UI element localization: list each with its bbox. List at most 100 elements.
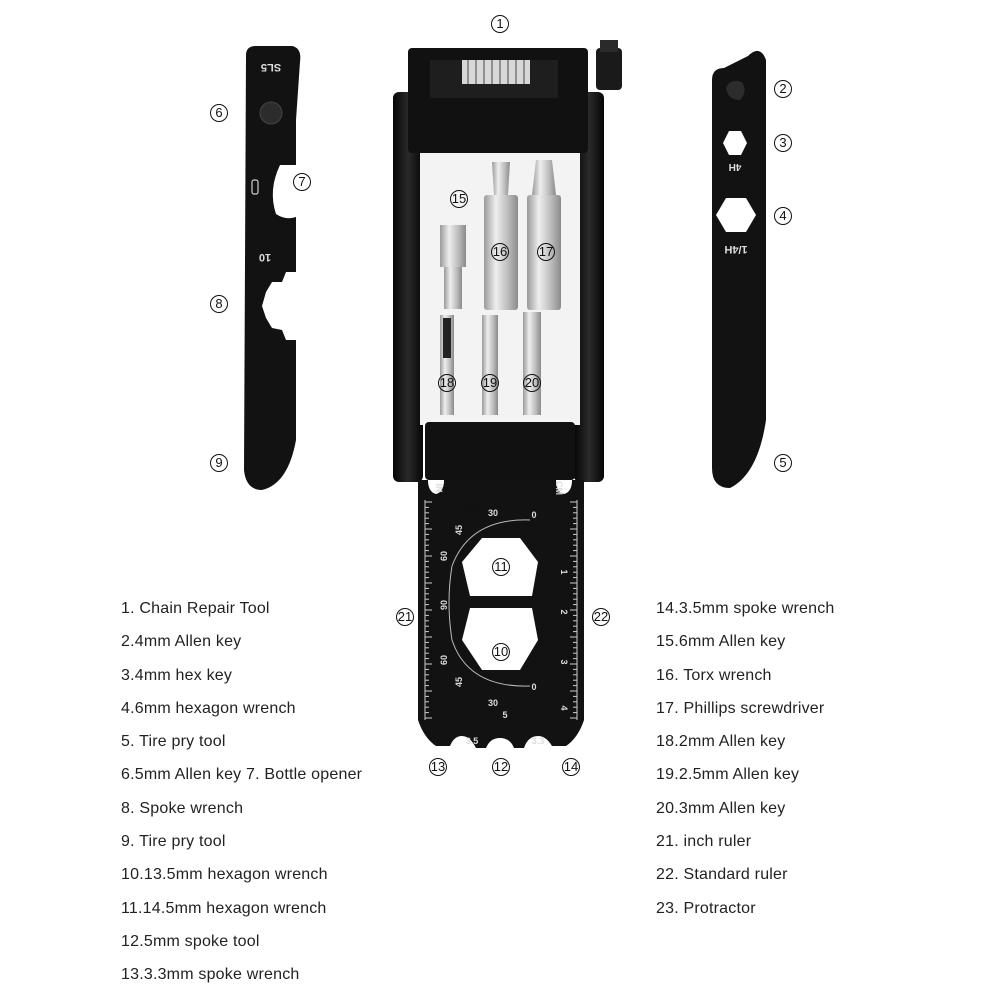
left-bar-code: SL5 (261, 61, 281, 73)
right-bar-small-label: 4H (729, 161, 742, 172)
svg-text:9: 9 (215, 455, 222, 470)
svg-text:1: 1 (496, 16, 503, 31)
angle-left-60b: 60 (439, 655, 449, 665)
cm-tick-2: 2 (559, 609, 569, 614)
legend-item: 15.6mm Allen key (656, 633, 786, 651)
card-in-label: IN (434, 484, 444, 493)
callout-15: 15 (450, 190, 468, 208)
callout-20: 20 (523, 374, 541, 392)
callout-9: 9 (210, 454, 228, 472)
legend-item: 20.3mm Allen key (656, 799, 786, 817)
legend-item: 18.2mm Allen key (656, 733, 786, 751)
legend-item: 2.4mm Allen key (121, 633, 242, 651)
notch-mid-label: 5 (502, 710, 507, 720)
svg-text:3: 3 (779, 135, 786, 150)
callout-7: 7 (293, 173, 311, 191)
callout-21: 21 (396, 608, 414, 626)
legend-item: 4.6mm hexagon wrench (121, 699, 296, 717)
cm-tick-1: 1 (559, 569, 569, 574)
hex-wrench-6mm-hole (716, 198, 756, 232)
left-tire-lever: SL5 10 (244, 46, 301, 490)
callout-3: 3 (774, 134, 792, 152)
right-bar-large-label: 1/4H (724, 243, 747, 255)
svg-text:2: 2 (779, 81, 786, 96)
legend-item: 9. Tire pry tool (121, 833, 226, 851)
legend-item: 21. inch ruler (656, 833, 752, 851)
callout-19: 19 (481, 374, 499, 392)
legend-item: 16. Torx wrench (656, 666, 772, 684)
angle-bottom-30: 30 (488, 698, 498, 708)
allen-key-2mm (440, 315, 454, 415)
legend-item: 5. Tire pry tool (121, 733, 226, 751)
svg-text:6: 6 (215, 105, 222, 120)
svg-text:8: 8 (215, 296, 222, 311)
legend-item: 3.4mm hex key (121, 666, 233, 684)
left-bar-size: 10 (259, 251, 271, 263)
legend-item: 11.14.5mm hexagon wrench (121, 899, 327, 917)
torx-wrench (484, 162, 518, 310)
ruler-card: IN CM 3.5 3.3 5 30 0 45 60 90 60 45 30 0… (418, 480, 584, 748)
callout-23: 23 (463, 500, 481, 518)
angle-top-0: 0 (531, 510, 536, 520)
svg-text:22: 22 (594, 609, 608, 624)
legend-item: 14.3.5mm spoke wrench (656, 600, 835, 617)
hex-key-4mm-hole (723, 131, 747, 155)
callout-13: 13 (429, 758, 447, 776)
callout-1: 1 (491, 15, 509, 33)
callout-10: 10 (492, 643, 510, 661)
callout-4: 4 (774, 207, 792, 225)
svg-text:4: 4 (779, 208, 786, 223)
card-cm-label: CM (554, 481, 564, 495)
legend-item: 17. Phillips screwdriver (656, 699, 825, 717)
svg-text:23: 23 (465, 501, 479, 516)
svg-text:12: 12 (494, 759, 508, 774)
legend-item: 12.5mm spoke tool (121, 932, 260, 950)
notch-left-label: 3.5 (466, 736, 479, 746)
legend-left-column: 1. Chain Repair Tool 2.4mm Allen key 3.4mm… (121, 599, 362, 999)
cm-tick-4: 4 (559, 705, 569, 710)
angle-left-45b: 45 (454, 677, 464, 687)
svg-text:10: 10 (494, 644, 508, 659)
cm-tick-3: 3 (559, 659, 569, 664)
callout-12: 12 (492, 758, 510, 776)
allen-key-6mm (440, 225, 466, 309)
angle-left-45a: 45 (454, 525, 464, 535)
legend-item: 22. Standard ruler (656, 866, 788, 884)
bottle-opener-slot (272, 165, 300, 219)
callout-17: 17 (537, 243, 555, 261)
legend-right-column: 14.3.5mm spoke wrench 15.6mm Allen key 16.… (656, 599, 835, 932)
allen-key-5mm-hole (259, 101, 283, 125)
callout-22: 22 (592, 608, 610, 626)
callout-2: 2 (774, 80, 792, 98)
legend-item: 13.3.3mm spoke wrench (121, 966, 300, 984)
notch-right-label: 3.3 (532, 736, 545, 746)
svg-text:13: 13 (431, 759, 445, 774)
svg-text:5: 5 (779, 455, 786, 470)
angle-left-90: 90 (439, 600, 449, 610)
bottle-icon (251, 179, 259, 195)
angle-top-30: 30 (488, 508, 498, 518)
angle-left-60a: 60 (439, 551, 449, 561)
legend-item: 1. Chain Repair Tool (121, 600, 270, 617)
callout-16: 16 (491, 243, 509, 261)
phillips-screwdriver (527, 160, 561, 310)
hex-wrench-13-5mm-hole (462, 608, 538, 670)
svg-text:15: 15 (452, 191, 466, 206)
svg-text:20: 20 (525, 375, 539, 390)
callout-5: 5 (774, 454, 792, 472)
angle-bottom-0: 0 (531, 682, 536, 692)
legend-item: 19.2.5mm Allen key (656, 766, 800, 784)
callout-11: 11 (492, 558, 510, 576)
legend-item: 23. Protractor (656, 899, 756, 917)
legend-item: 6.5mm Allen key 7. Bottle opener (121, 766, 363, 784)
allen-key-4mm-hook (726, 80, 745, 100)
svg-text:21: 21 (398, 609, 412, 624)
callout-14: 14 (562, 758, 580, 776)
legend-item: 10.13.5mm hexagon wrench (121, 866, 328, 884)
svg-text:19: 19 (483, 375, 497, 390)
callout-6: 6 (210, 104, 228, 122)
center-tool-body: IN CM 3.5 3.3 5 30 0 45 60 90 60 45 30 0… (393, 40, 622, 748)
callout-8: 8 (210, 295, 228, 313)
